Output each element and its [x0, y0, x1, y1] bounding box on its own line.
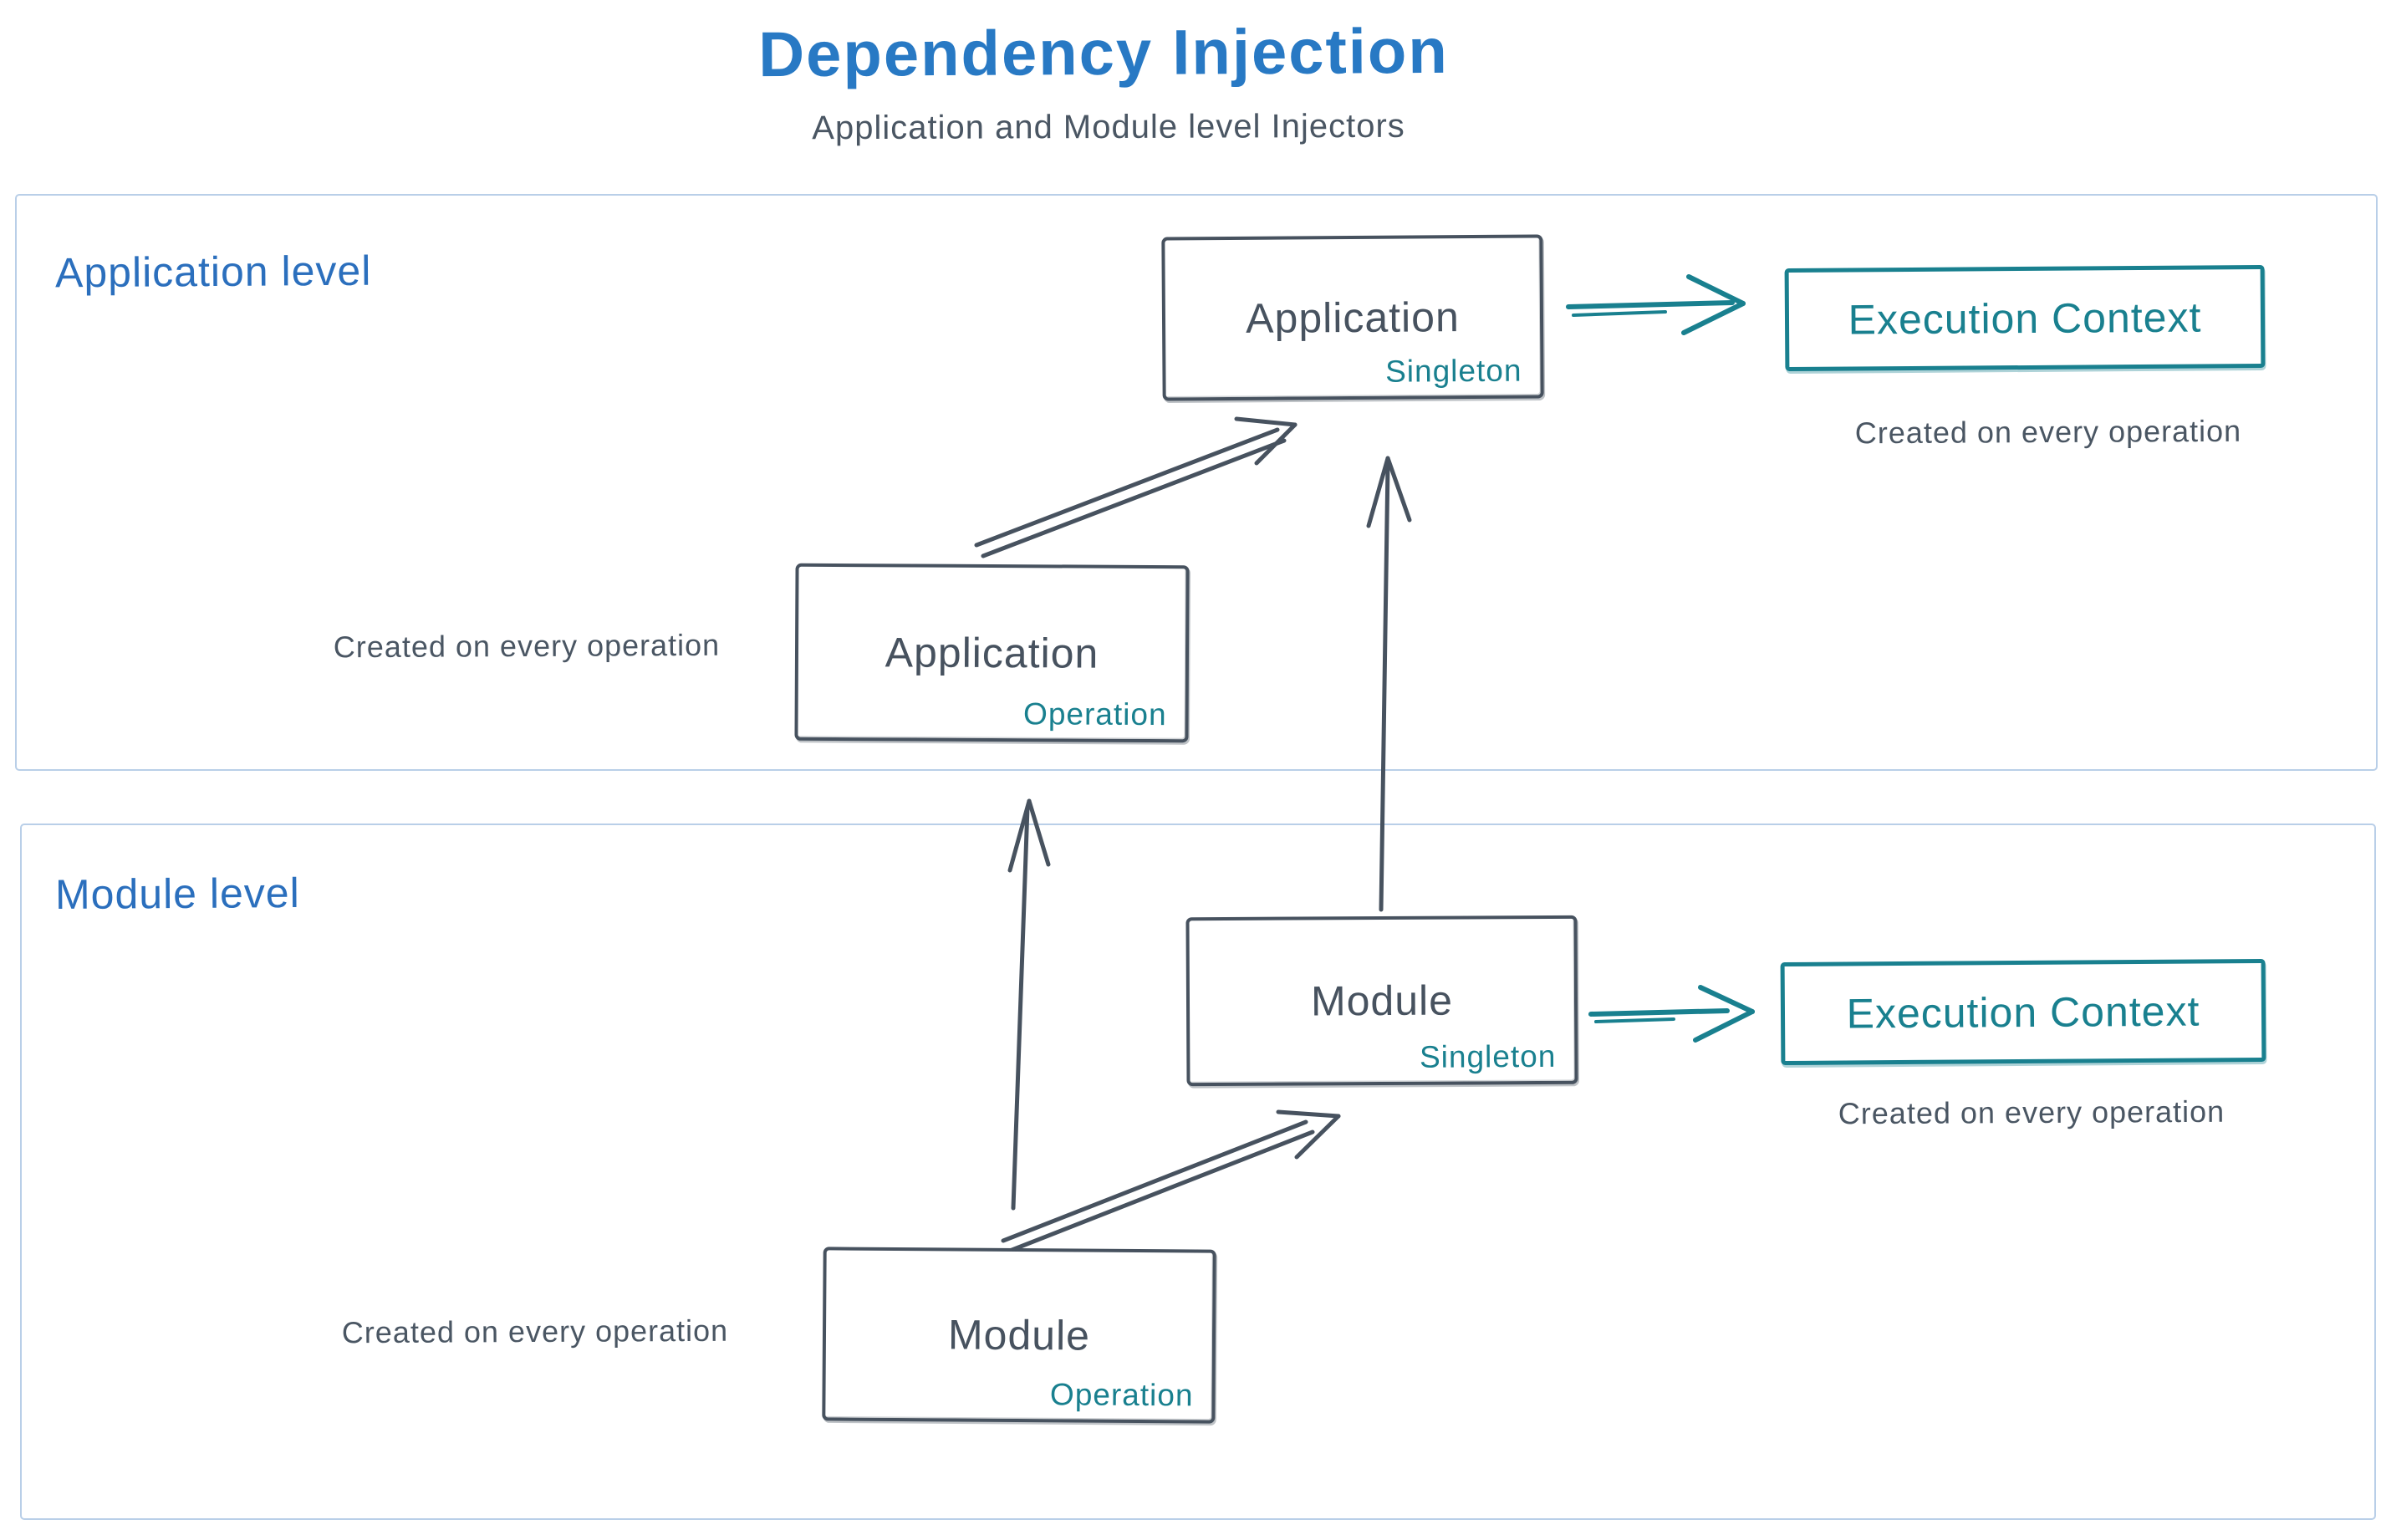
- module-level-label: Module level: [54, 869, 300, 919]
- execution-context-module-box: Execution Context: [1780, 958, 2266, 1066]
- node-scope-label: Singleton: [1385, 353, 1522, 389]
- app-operation-box: Application Operation: [794, 563, 1190, 743]
- node-title: Application: [885, 629, 1099, 677]
- execution-context-label: Execution Context: [1848, 293, 2202, 343]
- application-level-label: Application level: [54, 247, 372, 297]
- app-singleton-box: Application Singleton: [1161, 234, 1544, 401]
- node-title: Application: [1245, 293, 1460, 342]
- caption-app-operation: Created on every operation: [333, 627, 721, 665]
- caption-execution-context-module: Created on every operation: [1838, 1094, 2225, 1131]
- execution-context-app-box: Execution Context: [1784, 264, 2266, 372]
- node-scope-label: Singleton: [1419, 1038, 1557, 1074]
- node-scope-label: Operation: [1049, 1377, 1194, 1413]
- caption-execution-context-app: Created on every operation: [1854, 413, 2242, 451]
- execution-context-label: Execution Context: [1846, 987, 2200, 1037]
- module-level-frame: [20, 824, 2376, 1520]
- page-title: Dependency Injection: [758, 15, 1449, 91]
- page-subtitle: Application and Module level Injectors: [812, 107, 1405, 147]
- node-scope-label: Operation: [1023, 696, 1167, 732]
- node-title: Module: [947, 1311, 1091, 1359]
- module-singleton-box: Module Singleton: [1185, 915, 1578, 1087]
- node-title: Module: [1310, 977, 1454, 1025]
- caption-module-operation: Created on every operation: [341, 1313, 729, 1350]
- application-level-frame: [15, 194, 2378, 771]
- module-operation-box: Module Operation: [822, 1247, 1216, 1424]
